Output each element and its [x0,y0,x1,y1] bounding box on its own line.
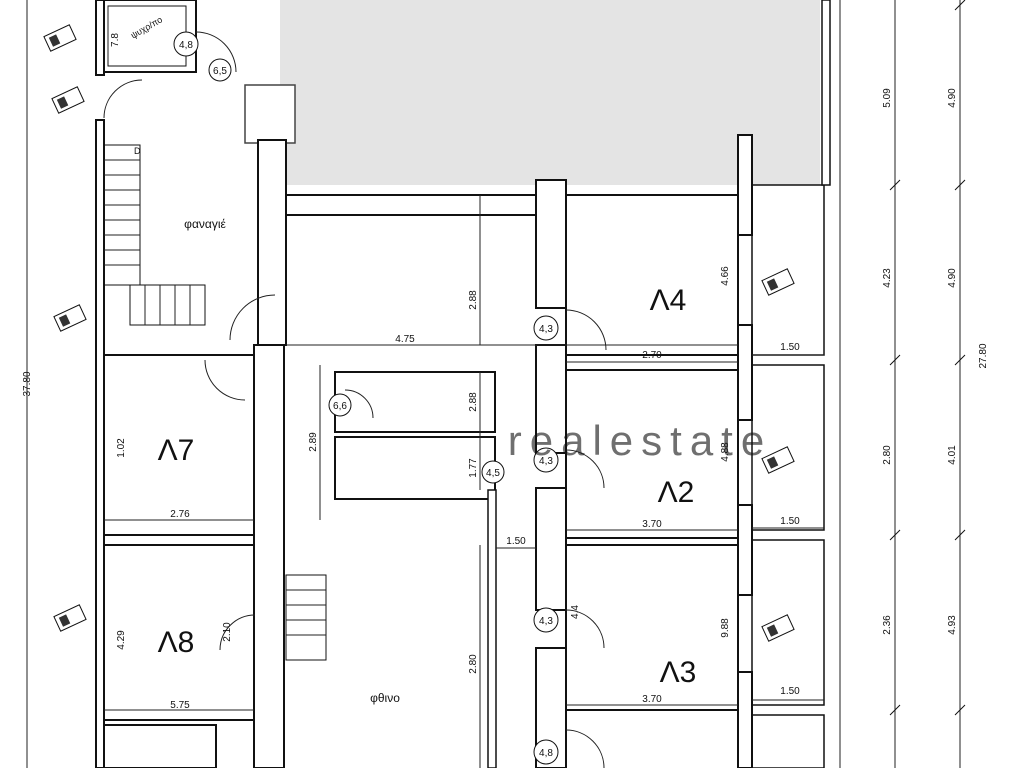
wall-central-1 [257,139,287,346]
dim-575: 5.75 [170,700,190,711]
dim-488: 4.88 [720,442,731,462]
dim-289: 2.89 [308,432,319,452]
dim-r3: 4.01 [947,445,958,465]
room-l2 [565,369,739,539]
dim-r1: 4.90 [947,88,958,108]
dim-288b: 2.88 [468,392,479,412]
column-r2 [737,324,753,421]
dim-150c: 1.50 [780,686,800,697]
stamp-icons [43,24,795,642]
room-label-l3: Λ3 [660,656,697,689]
column-r3 [737,504,753,596]
room-l7 [103,354,255,536]
shaft [244,84,296,144]
dimension-lines [104,0,961,768]
dim-102: 1.02 [116,438,127,458]
dim-177: 1.77 [468,458,479,478]
dim-150a: 1.50 [780,342,800,353]
dining-label: φαναγιέ [184,217,226,231]
dim-150b: 1.50 [780,516,800,527]
dim-370a: 3.70 [642,519,662,530]
wall-horizontal-top [285,194,537,216]
room-bottom-left [103,724,217,768]
small-stairs [285,574,327,661]
corridor-label: φθινο [370,691,400,705]
door-tag-43c: 4,3 [539,616,553,627]
door-tag-45: 4,5 [486,468,500,479]
wall-left [95,119,105,768]
wall-left-top [95,0,105,76]
dim-280: 2.80 [468,654,479,674]
door-tag-65: 6,5 [213,66,227,77]
dim-429: 4.29 [116,630,127,650]
storage-2 [334,436,496,500]
dim-total-left: 37.80 [22,371,33,396]
dim-r2: 4.90 [947,268,958,288]
dim-210: 2.10 [222,622,233,642]
room-l4 [565,194,739,356]
door-tag-43a: 4,3 [539,324,553,335]
dim-s2: 4.23 [882,268,893,288]
wall-mid [487,489,497,768]
column-r4 [737,671,753,768]
wall-pillar-2 [535,344,567,454]
dim-150d: 1.50 [506,536,526,547]
dim-r4: 4.93 [947,615,958,635]
dim-276: 2.76 [170,509,190,520]
dim-ticks [889,0,966,716]
storage-1 [334,371,496,433]
dim-988: 9.88 [720,618,731,638]
room-label-l8: Λ8 [158,626,195,659]
stairs [103,144,206,326]
column-r1 [737,134,753,236]
wall-pillar-1 [535,179,567,309]
door-tags [173,31,559,765]
dim-78: 7.8 [110,33,121,47]
dim-370b: 3.70 [642,694,662,705]
wall-right-top [821,0,831,186]
balcony-4 [751,714,825,768]
doors [103,31,607,768]
dim-270: 2.70 [642,350,662,361]
dim-475: 4.75 [395,334,415,345]
room-label-l2: Λ2 [658,476,695,509]
dim-466: 4.66 [720,266,731,286]
balcony-3 [751,539,825,706]
blurred-area [280,0,820,185]
room-l8 [103,544,255,721]
door-tag-43b: 4,3 [539,456,553,467]
room-label-l4: Λ4 [650,284,687,317]
dim-288a: 2.88 [468,290,479,310]
door-tag-66: 6,6 [333,401,347,412]
dim-s3: 2.80 [882,445,893,465]
door-tag-48a: 4,8 [179,40,193,51]
dim-s4: 2.36 [882,615,893,635]
room-label-l7: Λ7 [158,434,195,467]
watermark: realestate [508,417,772,464]
door-tag-48b: 4,8 [539,748,553,759]
dim-4t: 4.4 [570,605,581,619]
dim-s1: 5.09 [882,88,893,108]
stair-label: D [134,146,141,156]
wc-room [103,0,197,73]
room-l3 [565,544,739,711]
dim-total-right: 27.80 [978,343,989,368]
wall-pillar-3 [535,487,567,611]
balcony-2 [751,364,825,531]
wall-central-2 [253,344,285,768]
